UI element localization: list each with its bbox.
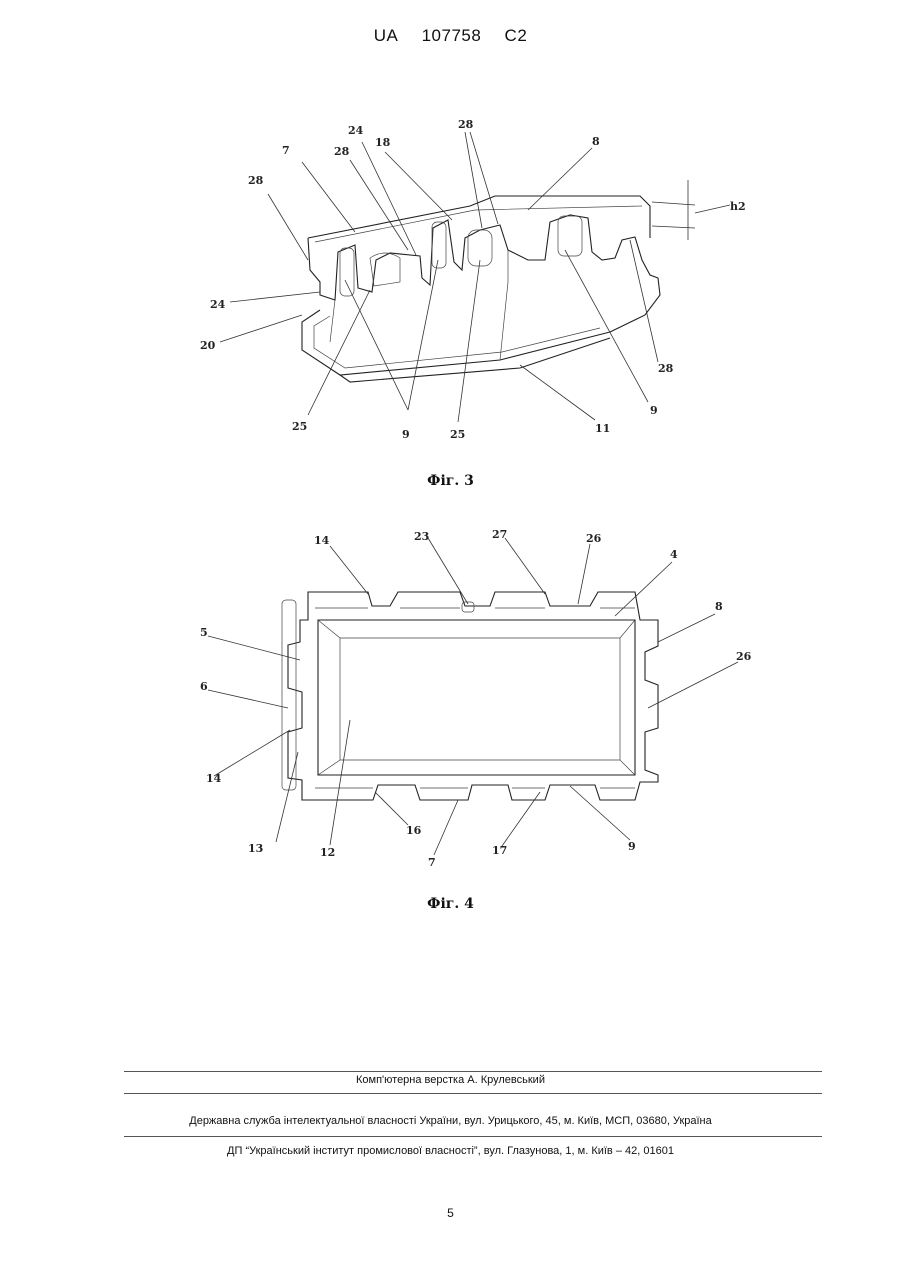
patent-country: UA (374, 26, 399, 45)
fig3-label: 25 (292, 420, 307, 433)
fig3-label: 28 (658, 362, 674, 375)
figure-3-caption: Фіг. 3 (0, 473, 901, 489)
fig3-label: 28 (334, 145, 350, 158)
fig3-label: 28 (458, 118, 474, 131)
fig3-label: h2 (730, 200, 746, 213)
fig3-label: 24 (348, 124, 364, 137)
layout-credit: Комп'ютерна верстка А. Крулевський (0, 1074, 901, 1086)
figure-4-drawing: 14 23 27 26 4 5 8 26 6 14 13 12 16 7 17 … (190, 520, 790, 870)
fig4-label: 8 (715, 600, 723, 613)
fig3-label: 8 (592, 135, 600, 148)
page-number: 5 (0, 1206, 901, 1220)
fig4-label: 16 (406, 824, 422, 837)
figure-3-drawing: 28 7 28 24 18 28 8 h2 24 20 25 9 25 11 9… (190, 110, 790, 455)
fig4-label: 26 (586, 532, 602, 545)
fig4-label: 27 (492, 528, 507, 541)
fig4-label: 9 (628, 840, 636, 853)
footer-divider (124, 1093, 822, 1094)
fig4-label: 17 (492, 844, 507, 857)
fig4-label: 14 (314, 534, 330, 547)
fig4-label: 23 (414, 530, 429, 543)
fig3-label: 9 (650, 404, 658, 417)
fig4-label: 5 (200, 626, 208, 639)
office-address: Державна служба інтелектуальної власност… (0, 1115, 901, 1127)
fig4-label: 4 (670, 548, 678, 561)
fig4-label: 7 (428, 856, 436, 869)
fig4-label: 12 (320, 846, 335, 859)
patent-kind: C2 (505, 26, 528, 45)
fig3-label: 11 (595, 422, 610, 435)
fig3-label: 25 (450, 428, 465, 441)
footer-divider (124, 1071, 822, 1072)
institute-address: ДП “Український інститут промислової вла… (0, 1145, 901, 1157)
fig3-label: 7 (282, 144, 290, 157)
patent-header: UA 107758 C2 (0, 26, 901, 46)
fig4-label: 6 (200, 680, 208, 693)
fig3-label: 28 (248, 174, 264, 187)
fig4-label: 14 (206, 772, 222, 785)
patent-number: 107758 (422, 26, 482, 45)
fig4-label: 13 (248, 842, 263, 855)
footer-divider (124, 1136, 822, 1137)
fig3-label: 24 (210, 298, 226, 311)
fig3-label: 20 (200, 339, 216, 352)
figure-4-caption: Фіг. 4 (0, 896, 901, 912)
fig3-label: 9 (402, 428, 410, 441)
fig3-label: 18 (375, 136, 391, 149)
fig4-label: 26 (736, 650, 752, 663)
